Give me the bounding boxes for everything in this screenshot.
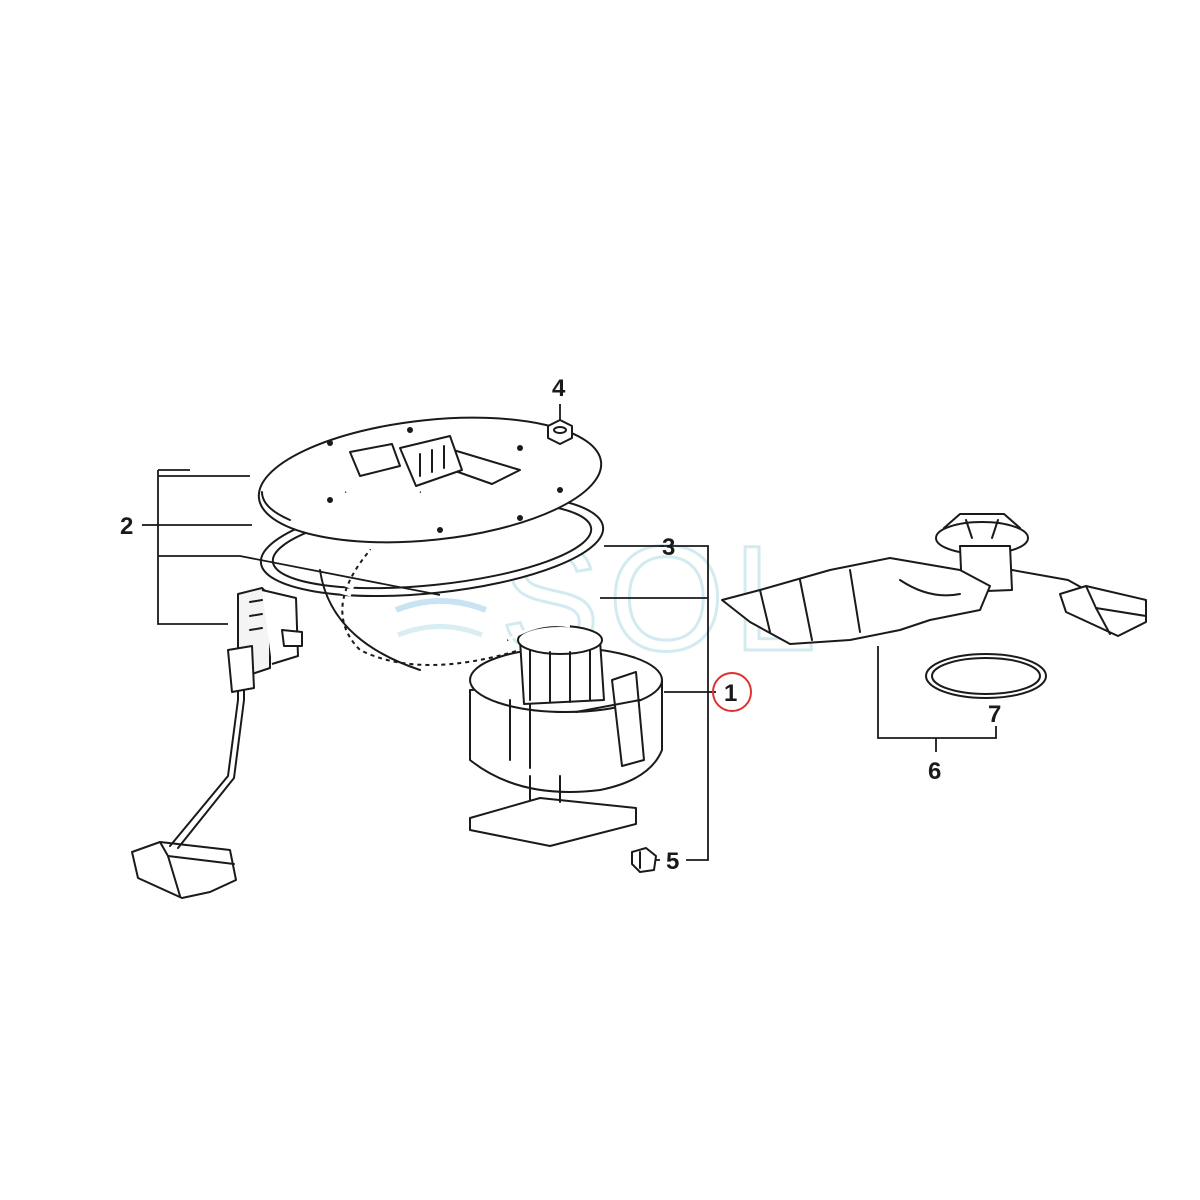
part-4-nut — [547, 419, 573, 445]
part-2-level-sensor — [131, 587, 303, 899]
part-5-clip — [631, 847, 657, 873]
callout-3: 3 — [662, 534, 675, 561]
callout-7: 7 — [988, 701, 1001, 728]
part-7-o-ring — [925, 653, 1047, 699]
part-6-level-sensor-right — [721, 513, 1147, 645]
callout-6: 6 — [928, 758, 941, 785]
callout-4: 4 — [552, 375, 566, 402]
part-1-fuel-pump — [469, 623, 663, 847]
callout-1-highlight-circle — [712, 672, 752, 712]
part-3-cover-flange — [257, 416, 605, 672]
leader-lines — [142, 404, 997, 861]
callouts: 1 2 3 4 5 6 7 — [120, 375, 1001, 875]
callout-1: 1 — [724, 680, 737, 707]
callout-5: 5 — [666, 848, 679, 875]
callout-2: 2 — [120, 513, 133, 540]
